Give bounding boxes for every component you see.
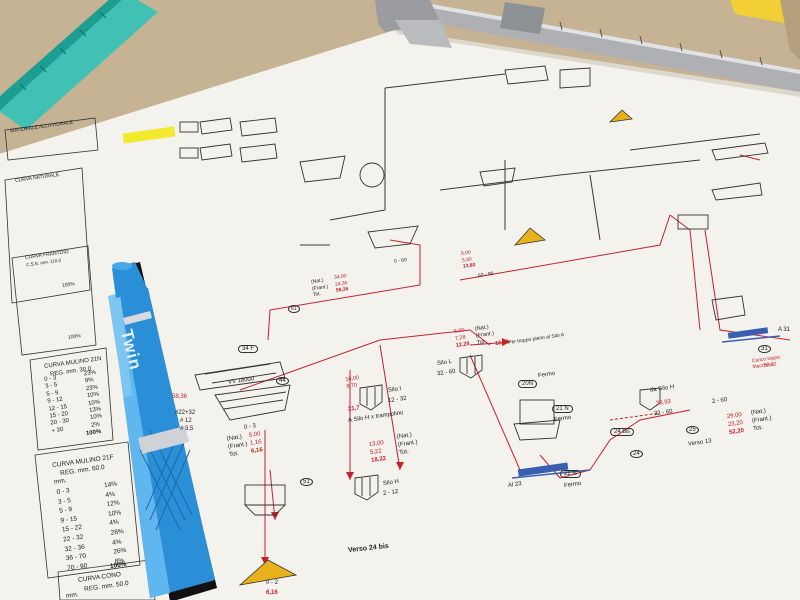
paper-shadow (395, 30, 800, 97)
highlight-mark (122, 126, 176, 144)
table-curva-frantoio (11, 245, 97, 356)
tables (4, 117, 156, 600)
arrowheads (261, 338, 510, 565)
table-mulino-21n (29, 347, 114, 451)
desk-edge (780, 0, 800, 60)
pen (108, 262, 217, 600)
ruler (0, 0, 158, 130)
flow-lines-dashed (609, 412, 661, 421)
table-curva-naturale (4, 167, 91, 304)
caliper (375, 0, 800, 92)
flow-lines-black (300, 73, 761, 246)
stockpile-right (608, 109, 633, 123)
blue-conveyors (511, 327, 781, 479)
stockpiles (238, 109, 633, 586)
table-mulino-21f (34, 441, 141, 579)
table-cono (57, 559, 156, 600)
stockpile-top (513, 227, 546, 246)
stockpile-0-2 (238, 559, 298, 586)
table-materiale (4, 117, 99, 161)
paper-sheet (0, 30, 800, 600)
equipment (179, 65, 769, 516)
